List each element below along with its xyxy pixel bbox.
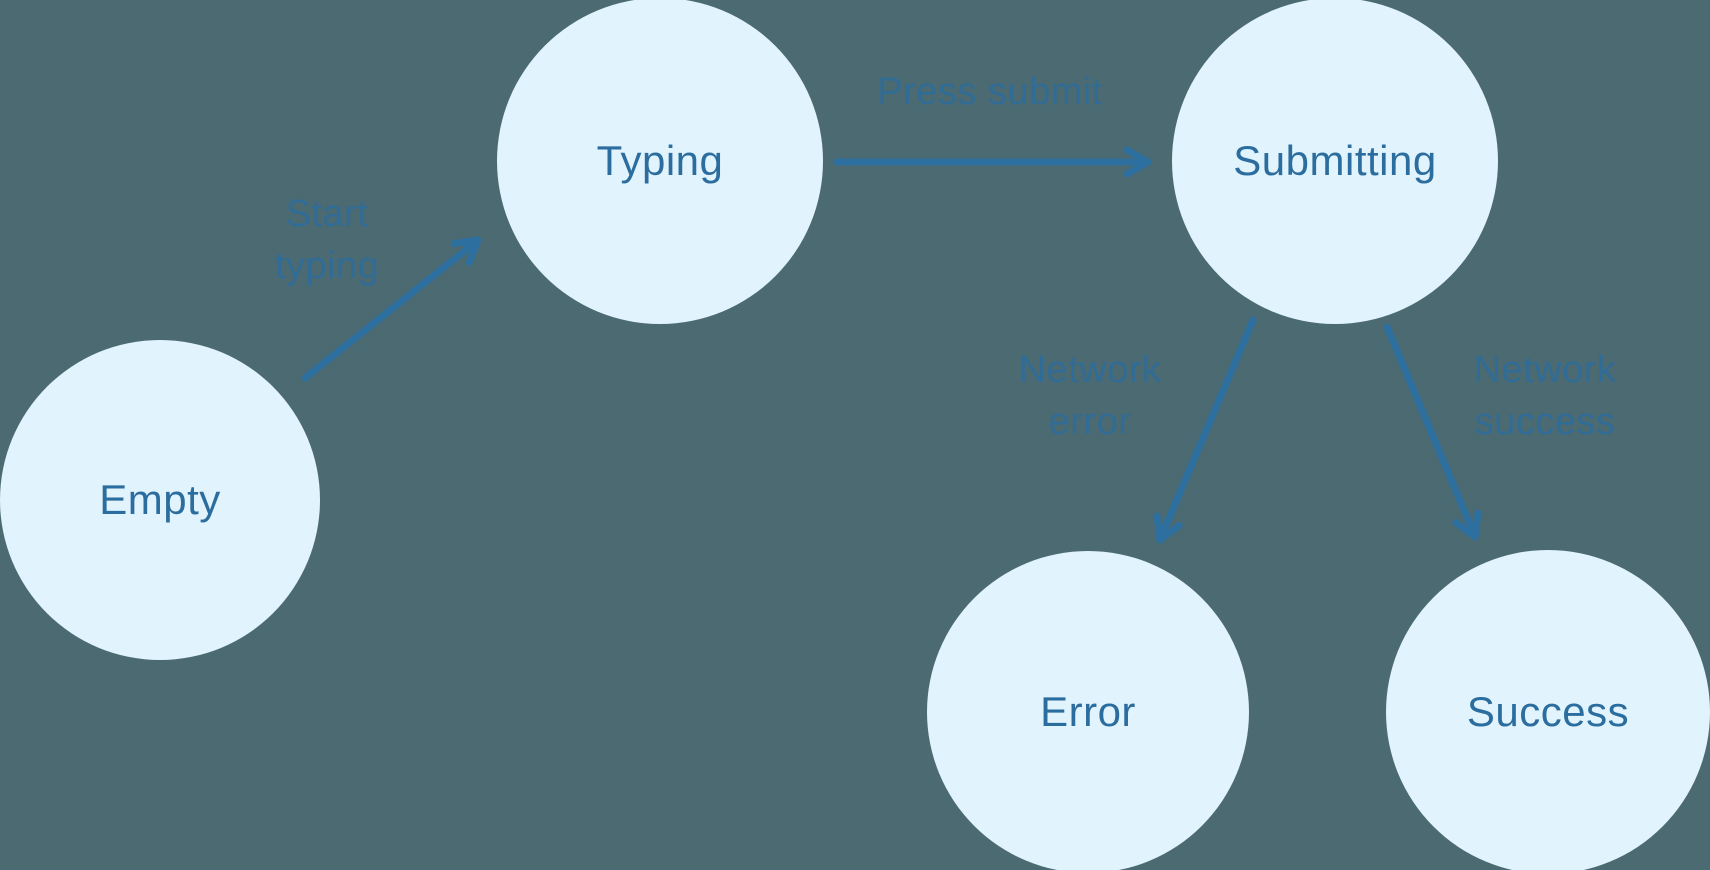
transition-label-network-success: Network success xyxy=(1473,349,1617,443)
state-node-empty: Empty xyxy=(0,340,320,660)
state-label-typing: Typing xyxy=(596,137,724,184)
transition-label-press-submit: Press submit xyxy=(877,71,1103,113)
transition-arrow-submitting-error xyxy=(1153,316,1257,544)
transition-label-start-typing: Start typing xyxy=(274,193,380,287)
transition-label-network-error: Network error xyxy=(1018,349,1162,443)
state-label-success: Success xyxy=(1466,688,1630,735)
state-node-submitting: Submitting xyxy=(1172,0,1498,324)
transition-arrow-submitting-success xyxy=(1383,323,1482,541)
state-node-success: Success xyxy=(1386,550,1710,870)
state-node-error: Error xyxy=(927,551,1249,870)
transition-arrow-typing-submitting xyxy=(833,146,1152,178)
state-label-submitting: Submitting xyxy=(1233,137,1437,184)
state-label-error: Error xyxy=(1040,688,1136,735)
state-node-typing: Typing xyxy=(497,0,823,324)
state-label-empty: Empty xyxy=(99,476,221,523)
transition-arrow-empty-typing xyxy=(301,236,482,382)
